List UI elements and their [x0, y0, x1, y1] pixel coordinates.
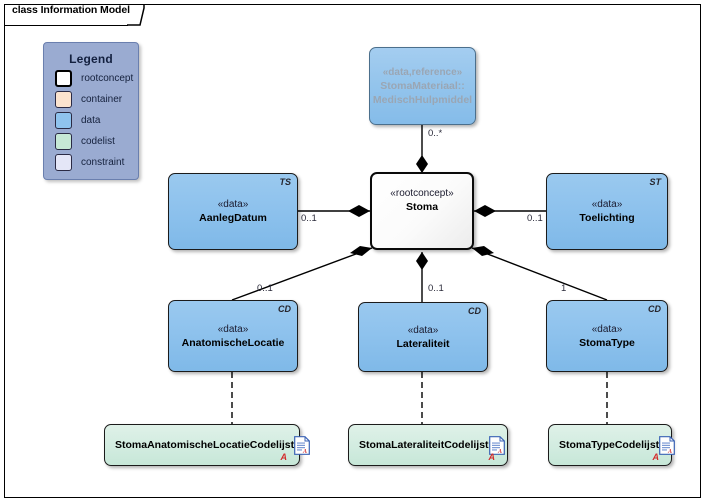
class-type-tag: CD	[468, 306, 481, 316]
legend-item-data: data	[55, 112, 138, 129]
class-name: Toelichting	[579, 212, 635, 224]
codelist-node-stomatypecodelijst[interactable]: StomaTypeCodelijst A A	[548, 424, 676, 466]
legend-swatch-constraint	[55, 154, 72, 171]
class-name-line1: StomaMateriaal::	[380, 79, 465, 92]
class-type-tag: ST	[649, 177, 661, 187]
abstract-marker: A	[652, 452, 660, 462]
class-stereotype: «data,reference»	[382, 66, 463, 78]
class-node-lateraliteit[interactable]: CD «data» Lateraliteit	[358, 302, 488, 372]
abstract-marker: A	[280, 452, 288, 462]
svg-text:A: A	[667, 448, 672, 454]
multiplicity-reference-to-root: 0..*	[428, 128, 443, 139]
class-node-stoma[interactable]: «rootconcept» Stoma	[370, 172, 474, 250]
legend-label-data: data	[81, 115, 101, 126]
class-stereotype: «data»	[591, 199, 623, 210]
legend-swatch-rootconcept	[55, 70, 72, 87]
codelist-name: StomaLateraliteitCodelijst	[359, 439, 489, 451]
class-node-aanlegdatum[interactable]: TS «data» AanlegDatum	[168, 173, 298, 250]
class-node-stomamateriaal-medischhulpmiddel[interactable]: «data,reference» StomaMateriaal:: Medisc…	[369, 47, 476, 125]
class-stereotype: «data»	[217, 323, 249, 335]
codelist-name: StomaTypeCodelijst	[559, 439, 660, 451]
class-stereotype: «data»	[591, 323, 623, 335]
class-name: Lateraliteit	[396, 337, 450, 350]
svg-text:A: A	[302, 448, 307, 454]
document-icon: A	[294, 435, 311, 455]
class-name: StomaType	[579, 336, 635, 349]
legend-item-rootconcept: rootconcept	[55, 70, 138, 87]
multiplicity-aanlegdatum-to-root: 0..1	[301, 213, 317, 224]
class-stereotype: «rootconcept»	[390, 187, 454, 199]
class-node-stomatype[interactable]: CD «data» StomaType	[546, 300, 668, 372]
frame-tab-corner-icon	[127, 4, 145, 26]
class-name: AnatomischeLocatie	[181, 336, 285, 349]
document-icon: A	[488, 435, 505, 455]
legend-label-container: container	[81, 94, 123, 105]
class-type-tag: CD	[278, 304, 291, 314]
diagram-title: class Information Model	[12, 4, 130, 16]
codelist-node-stomaanatomischelocatiecodelijst[interactable]: StomaAnatomischeLocatieCodelijst A A	[104, 424, 311, 466]
class-node-toelichting[interactable]: ST «data» Toelichting	[546, 173, 668, 250]
legend-label-constraint: constraint	[81, 157, 125, 168]
legend-item-codelist: codelist	[55, 133, 138, 150]
class-type-tag: TS	[279, 177, 291, 187]
legend-label-rootconcept: rootconcept	[81, 73, 134, 84]
class-type-tag: CD	[648, 304, 661, 314]
class-name: Stoma	[405, 200, 439, 213]
multiplicity-anatomischelocatie-to-root: 0..1	[257, 283, 273, 294]
legend-swatch-codelist	[55, 133, 72, 150]
class-stereotype: «data»	[407, 324, 439, 336]
legend-panel: Legend rootconcept container data codeli…	[43, 42, 139, 180]
multiplicity-lateraliteit-to-root: 0..1	[428, 283, 444, 294]
legend-title: Legend	[69, 52, 113, 66]
class-node-anatomischelocatie[interactable]: CD «data» AnatomischeLocatie	[168, 300, 298, 372]
diagram-frame-tab	[4, 4, 128, 26]
multiplicity-stomatype-to-root: 1	[561, 283, 567, 294]
class-name-line2: MedischHulpmiddel	[372, 93, 473, 106]
multiplicity-toelichting-to-root: 0..1	[527, 213, 543, 224]
class-stereotype: «data»	[217, 199, 249, 210]
codelist-node-stomalateraliteitcodelijst[interactable]: StomaLateraliteitCodelijst A A	[348, 424, 508, 466]
document-icon: A	[659, 435, 676, 455]
class-name: AanlegDatum	[199, 212, 267, 224]
legend-item-constraint: constraint	[55, 154, 138, 171]
svg-text:A: A	[497, 448, 502, 454]
legend-label-codelist: codelist	[81, 136, 115, 147]
codelist-name: StomaAnatomischeLocatieCodelijst	[115, 439, 295, 451]
legend-swatch-container	[55, 91, 72, 108]
legend-item-container: container	[55, 91, 138, 108]
diagram-frame	[4, 4, 701, 498]
abstract-marker: A	[488, 452, 496, 462]
legend-swatch-data	[55, 112, 72, 129]
